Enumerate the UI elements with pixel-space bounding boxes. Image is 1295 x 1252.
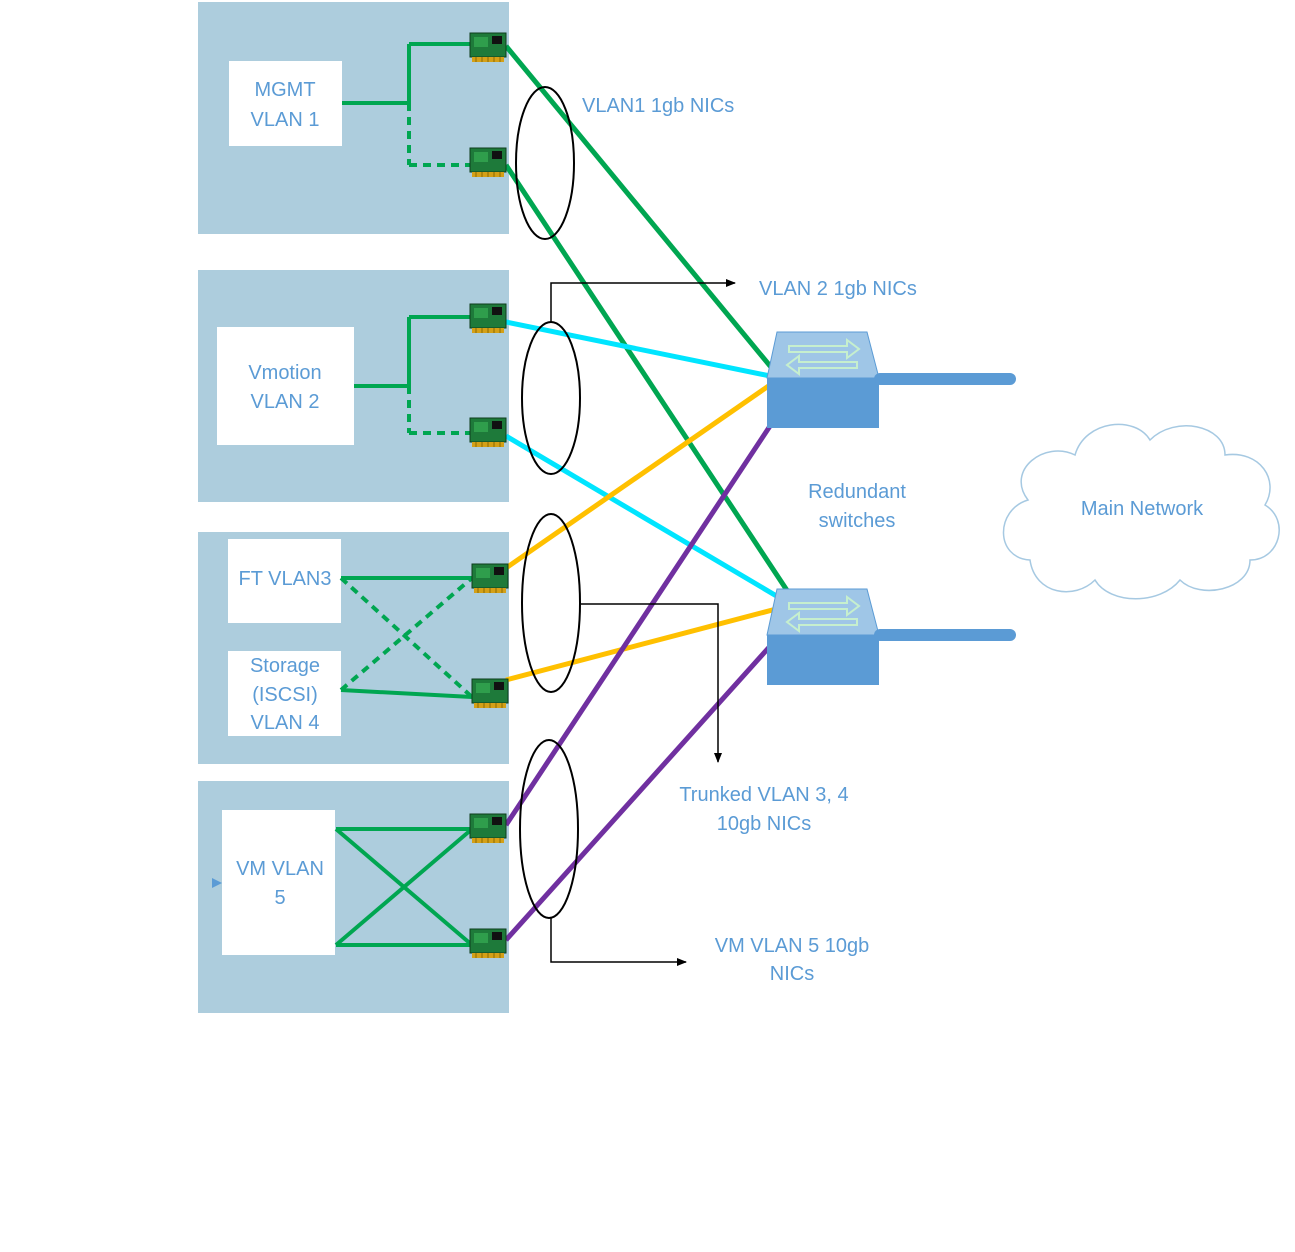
mgmt-internal-links	[342, 42, 470, 167]
switch-icon	[766, 588, 880, 686]
mgmt-label-line1: MGMT	[254, 79, 315, 101]
redundant-switches-label-line2: switches	[819, 510, 896, 532]
vm-pointer-icon	[212, 878, 222, 888]
nic-icon	[469, 147, 507, 178]
vlan1-nics-label: VLAN1 1gb NICs	[582, 95, 734, 117]
vmotion-label-line2: VLAN 2	[251, 391, 320, 413]
vlan2-nics-label: VLAN 2 1gb NICs	[759, 278, 917, 300]
nic-icon	[469, 928, 507, 959]
nic-team-ellipses	[515, 86, 581, 919]
ft-label: FT VLAN3	[239, 568, 332, 590]
mgmt-label-line2: VLAN 1	[251, 109, 320, 131]
vm-box	[222, 810, 335, 955]
trunked-label-line2: 10gb NICs	[717, 813, 812, 835]
vm-label-line2: 5	[274, 887, 285, 909]
vm5-nics-label-line1: VM VLAN 5 10gb	[715, 935, 870, 957]
cloud-icon	[1002, 423, 1280, 600]
vm5-nics-label-line2: NICs	[770, 963, 814, 985]
nic-icon	[469, 32, 507, 63]
trunked-label-line1: Trunked VLAN 3, 4	[679, 784, 848, 806]
vmotion-internal-links	[354, 315, 470, 435]
uplinks-green	[503, 44, 799, 606]
uplinks-purple	[503, 421, 775, 942]
nic-icon	[469, 813, 507, 844]
nic-icon	[469, 417, 507, 448]
vmotion-label-line1: Vmotion	[248, 362, 321, 384]
storage-label-line3: VLAN 4	[251, 712, 320, 734]
uplinks-cyan	[504, 319, 792, 607]
mgmt-box	[229, 61, 342, 146]
redundant-switches-label-line1: Redundant	[808, 481, 906, 503]
storage-box	[228, 651, 341, 736]
nic-icon	[471, 678, 509, 709]
vmotion-box	[217, 327, 354, 445]
storage-label-line2: (ISCSI)	[252, 684, 318, 706]
nic-icon	[469, 303, 507, 334]
ft-box	[228, 539, 341, 623]
uplinks-orange	[504, 375, 782, 683]
nic-icon	[471, 563, 509, 594]
main-network-label: Main Network	[1081, 498, 1204, 520]
vm-label-line1: VM VLAN	[236, 858, 324, 880]
callout-arrows	[550, 279, 736, 966]
vm-internal-links	[334, 827, 474, 947]
storage-label-line1: Storage	[250, 655, 320, 677]
switch-uplink-cables	[874, 373, 1016, 641]
storage-internal-links	[339, 576, 474, 699]
switch-icon	[766, 331, 880, 429]
